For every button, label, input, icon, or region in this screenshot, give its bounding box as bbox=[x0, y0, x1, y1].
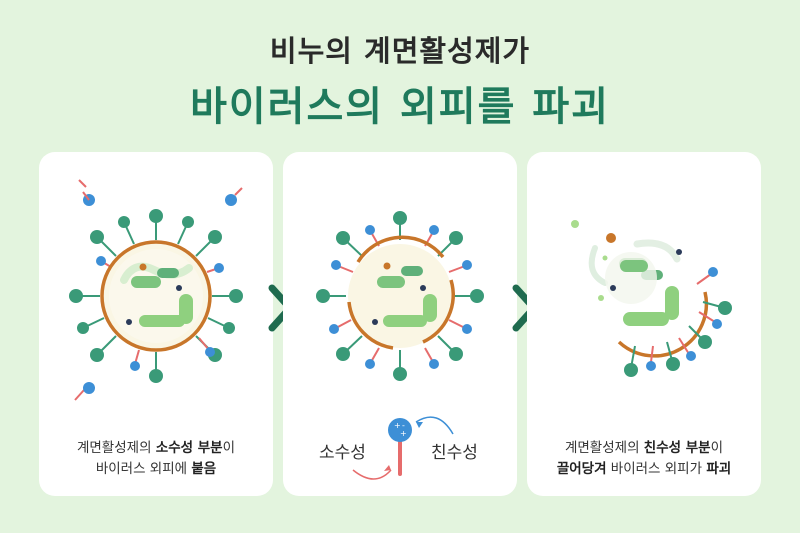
virus-intact-icon bbox=[69, 179, 243, 401]
svg-text:+: + bbox=[394, 421, 401, 430]
label-hydrophilic: 친수성 bbox=[431, 443, 478, 463]
title-line2: 바이러스의 외피를 파괴 bbox=[190, 84, 610, 130]
svg-text:-: - bbox=[402, 421, 405, 430]
virus-destroyed-icon bbox=[571, 220, 732, 377]
caption-step1: 계면활성제의 소수성 부분이 바이러스 외피에 붙음 bbox=[76, 440, 236, 477]
virus-attached-icon bbox=[316, 211, 484, 381]
curved-arrow-icon bbox=[352, 416, 454, 480]
surfactant-molecule-icon: + + - bbox=[388, 418, 412, 476]
svg-text:+: + bbox=[400, 429, 407, 438]
label-hydrophobic: 소수성 bbox=[319, 443, 366, 463]
caption-step3: 계면활성제의 친수성 부분이 끌어당겨 바이러스 외피가 파괴 bbox=[556, 440, 732, 477]
title-line1: 비누의 계면활성제가 bbox=[269, 34, 531, 68]
panel-step3: 계면활성제의 친수성 부분이 끌어당겨 바이러스 외피가 파괴 bbox=[527, 152, 761, 496]
panel-step1: 계면활성제의 소수성 부분이 바이러스 외피에 붙음 bbox=[39, 152, 273, 496]
panel-step2: + + - 소수성 친수성 bbox=[283, 152, 517, 496]
